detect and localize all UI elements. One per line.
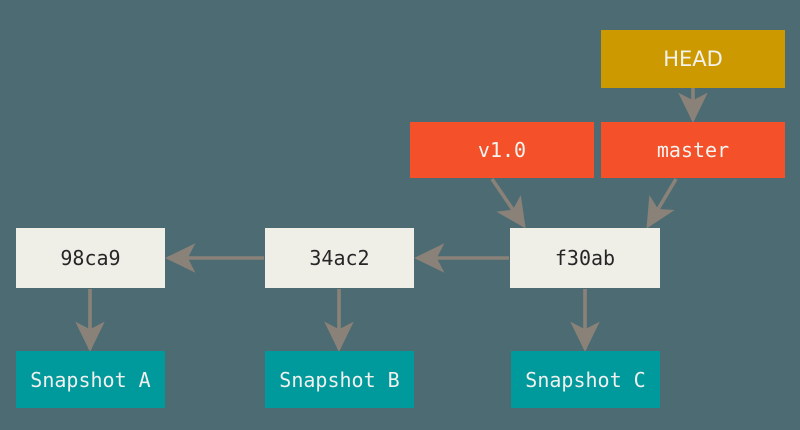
node-head: HEAD [601, 30, 785, 88]
node-tag-v1-0: v1.0 [410, 122, 594, 178]
node-snapshot-c: Snapshot C [511, 351, 660, 408]
node-commit-f30ab: f30ab [510, 228, 660, 288]
edge-master-to-f30ab [646, 178, 678, 229]
node-commit-34ac2: 34ac2 [265, 228, 414, 288]
node-snapshot-a: Snapshot A [16, 351, 165, 408]
node-branch-master: master [601, 122, 785, 178]
node-snapshot-b: Snapshot B [265, 351, 414, 408]
node-commit-98ca9: 98ca9 [16, 228, 165, 288]
edge-tag-to-f30ab [490, 177, 526, 229]
